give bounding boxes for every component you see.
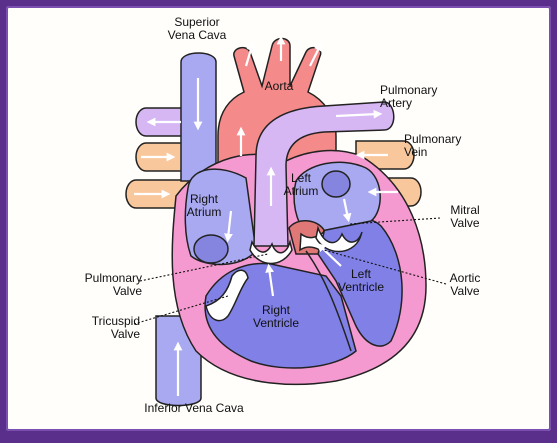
interventricular-septum: [305, 250, 352, 352]
leader-lines: [133, 217, 447, 325]
coronary-sinus: [193, 234, 229, 264]
label-left-ventricle: Left Ventricle: [337, 267, 385, 294]
label-inferior-vena-cava: Inferior Vena Cava: [144, 401, 244, 415]
right-ventricle-chamber: [204, 262, 357, 369]
label-mitral-valve: Mitral Valve: [450, 203, 480, 230]
heart-diagram-svg: [125, 35, 447, 407]
pulmonary-artery: [253, 101, 395, 247]
mitral-valve-leaflets: [315, 225, 363, 253]
pulmonary-vein-opening: [321, 170, 351, 198]
label-pulmonary-artery: Pulmonary Artery: [380, 83, 438, 110]
blood-flow-arrows: [134, 35, 398, 396]
tricuspid-valve-leaflets: [205, 269, 249, 322]
label-right-atrium: Right Atrium: [186, 192, 222, 219]
label-superior-vena-cava: Superior Vena Cava: [167, 15, 227, 42]
label-tricuspid-valve: Tricuspid Valve: [91, 314, 140, 341]
label-right-ventricle: Right Ventricle: [252, 303, 300, 330]
label-aortic-valve: Aortic Valve: [449, 271, 481, 298]
pulmonary-valve-leaflets: [249, 239, 293, 265]
label-left-atrium: Left Atrium: [283, 171, 319, 198]
label-pulmonary-valve: Pulmonary Valve: [84, 271, 142, 298]
label-pulmonary-vein: Pulmonary Vein: [404, 132, 462, 159]
label-aorta: Aorta: [264, 79, 294, 93]
diagram-frame: Superior Vena Cava Aorta Pulmonary Arter…: [6, 6, 551, 431]
